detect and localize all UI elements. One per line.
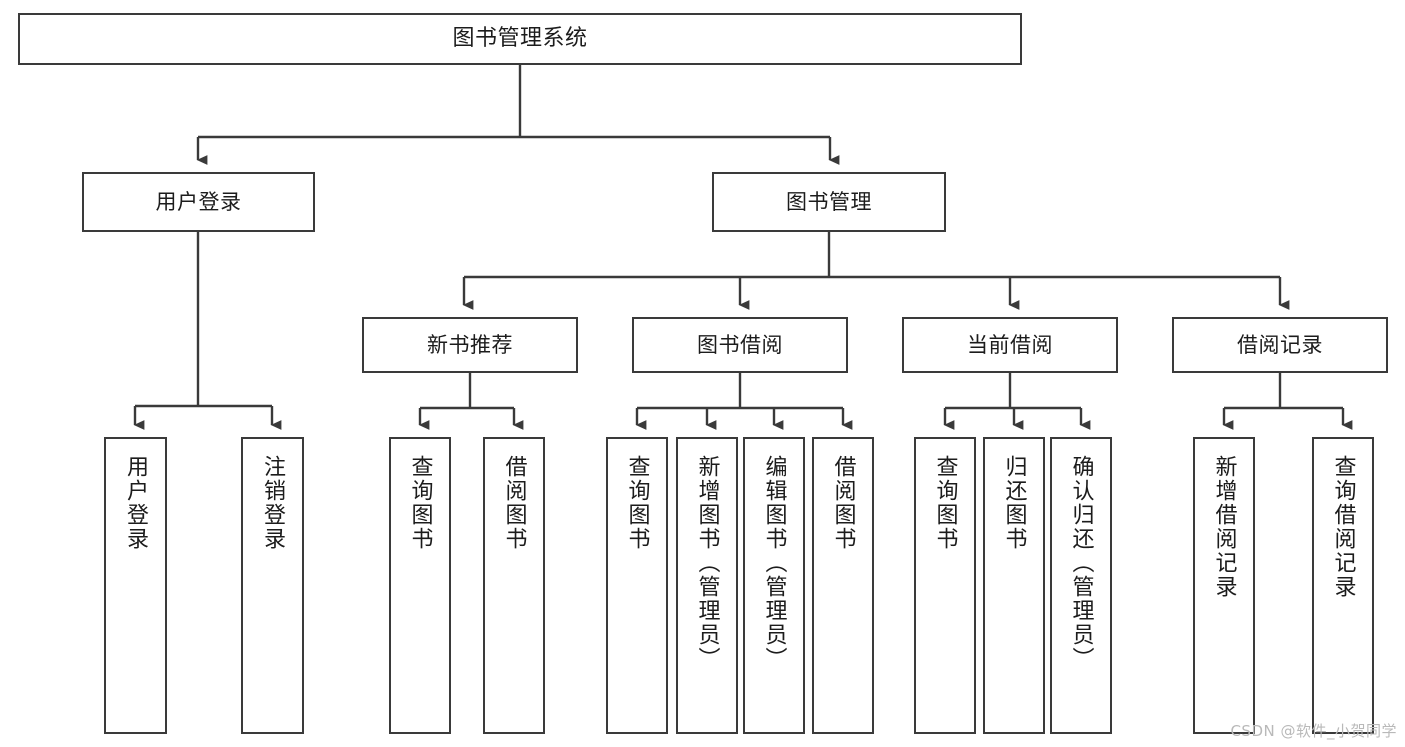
node-user-login-label: 用户登录: [155, 189, 242, 214]
node-new-book-rec-label: 新书推荐: [427, 332, 513, 357]
node-new-book-rec[interactable]: 新书推荐: [362, 317, 578, 373]
node-current-borrow[interactable]: 当前借阅: [902, 317, 1118, 373]
node-leaf-add-book[interactable]: 新增图书（管理员）: [676, 437, 738, 734]
node-leaf-edit-book-label: 编辑图书（管理员）: [761, 455, 787, 671]
csdn-watermark: CSDN @软件_小贺同学: [1230, 722, 1397, 740]
node-leaf-query-book-1[interactable]: 查询图书: [389, 437, 451, 734]
node-leaf-add-record[interactable]: 新增借阅记录: [1193, 437, 1255, 734]
node-book-borrow-label: 图书借阅: [697, 332, 783, 357]
node-user-login[interactable]: 用户登录: [82, 172, 315, 232]
node-leaf-confirm-return-label: 确认归还（管理员）: [1068, 455, 1094, 671]
node-leaf-logout[interactable]: 注销登录: [241, 437, 304, 734]
node-book-borrow[interactable]: 图书借阅: [632, 317, 848, 373]
node-leaf-query-book-3-label: 查询图书: [932, 455, 958, 551]
node-book-manage[interactable]: 图书管理: [712, 172, 946, 232]
node-leaf-borrow-book-2[interactable]: 借阅图书: [812, 437, 874, 734]
node-leaf-query-book-2[interactable]: 查询图书: [606, 437, 668, 734]
node-borrow-record[interactable]: 借阅记录: [1172, 317, 1388, 373]
node-current-borrow-label: 当前借阅: [967, 332, 1053, 357]
node-root[interactable]: 图书管理系统: [18, 13, 1022, 65]
node-leaf-query-book-3[interactable]: 查询图书: [914, 437, 976, 734]
node-leaf-add-record-label: 新增借阅记录: [1211, 455, 1237, 599]
node-leaf-user-login-label: 用户登录: [123, 455, 149, 551]
node-root-label: 图书管理系统: [452, 26, 588, 52]
node-leaf-logout-label: 注销登录: [260, 455, 286, 551]
node-leaf-borrow-book-1[interactable]: 借阅图书: [483, 437, 545, 734]
node-leaf-add-book-label: 新增图书（管理员）: [694, 455, 720, 671]
node-leaf-edit-book[interactable]: 编辑图书（管理员）: [743, 437, 805, 734]
node-leaf-borrow-book-1-label: 借阅图书: [501, 455, 527, 551]
node-leaf-return-book-label: 归还图书: [1001, 455, 1027, 551]
node-leaf-confirm-return[interactable]: 确认归还（管理员）: [1050, 437, 1112, 734]
node-leaf-query-record-label: 查询借阅记录: [1330, 455, 1356, 599]
node-leaf-return-book[interactable]: 归还图书: [983, 437, 1045, 734]
node-leaf-query-book-2-label: 查询图书: [624, 455, 650, 551]
node-leaf-query-book-1-label: 查询图书: [407, 455, 433, 551]
node-book-manage-label: 图书管理: [786, 189, 872, 214]
node-leaf-user-login[interactable]: 用户登录: [104, 437, 167, 734]
node-leaf-borrow-book-2-label: 借阅图书: [830, 455, 856, 551]
node-borrow-record-label: 借阅记录: [1237, 332, 1323, 357]
node-leaf-query-record[interactable]: 查询借阅记录: [1312, 437, 1374, 734]
